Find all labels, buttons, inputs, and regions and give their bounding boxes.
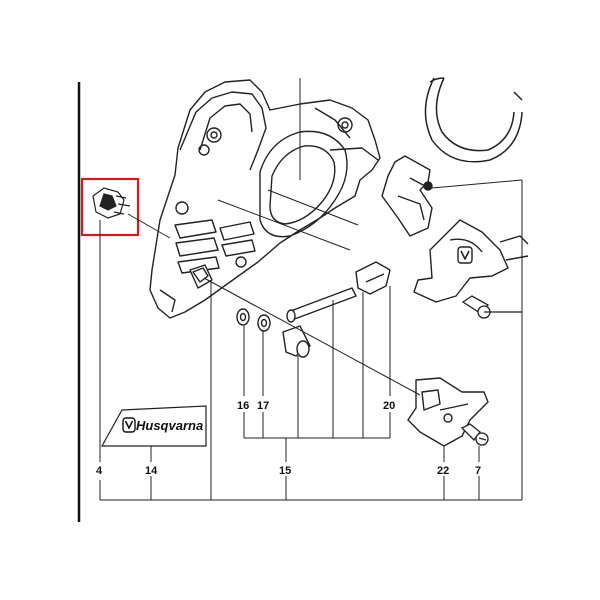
brand-crown-icon [122,417,136,433]
brand-label: Husqvarna [136,418,203,433]
bracket-drawing [381,155,433,237]
decal-14-drawing: Husqvarna [100,405,207,447]
screw-7-drawing [460,423,489,446]
callout-17: 17 [257,400,269,412]
callout-15: 15 [279,465,291,477]
callout-16: 16 [237,400,249,412]
callout-20: 20 [383,400,395,412]
callout-4: 4 [96,465,103,477]
screw-right-drawing [461,295,522,319]
callout-14: 14 [145,465,158,477]
leader-lines [99,78,523,501]
pin-parts-drawing [192,261,391,358]
housing-drawing [149,79,381,319]
part-4-drawing [92,187,131,219]
ring-band-drawing [424,77,523,163]
highlight-box [80,177,140,237]
housing-cover-drawing [413,219,529,303]
callout-7: 7 [475,465,481,477]
callout-22: 22 [437,465,449,477]
